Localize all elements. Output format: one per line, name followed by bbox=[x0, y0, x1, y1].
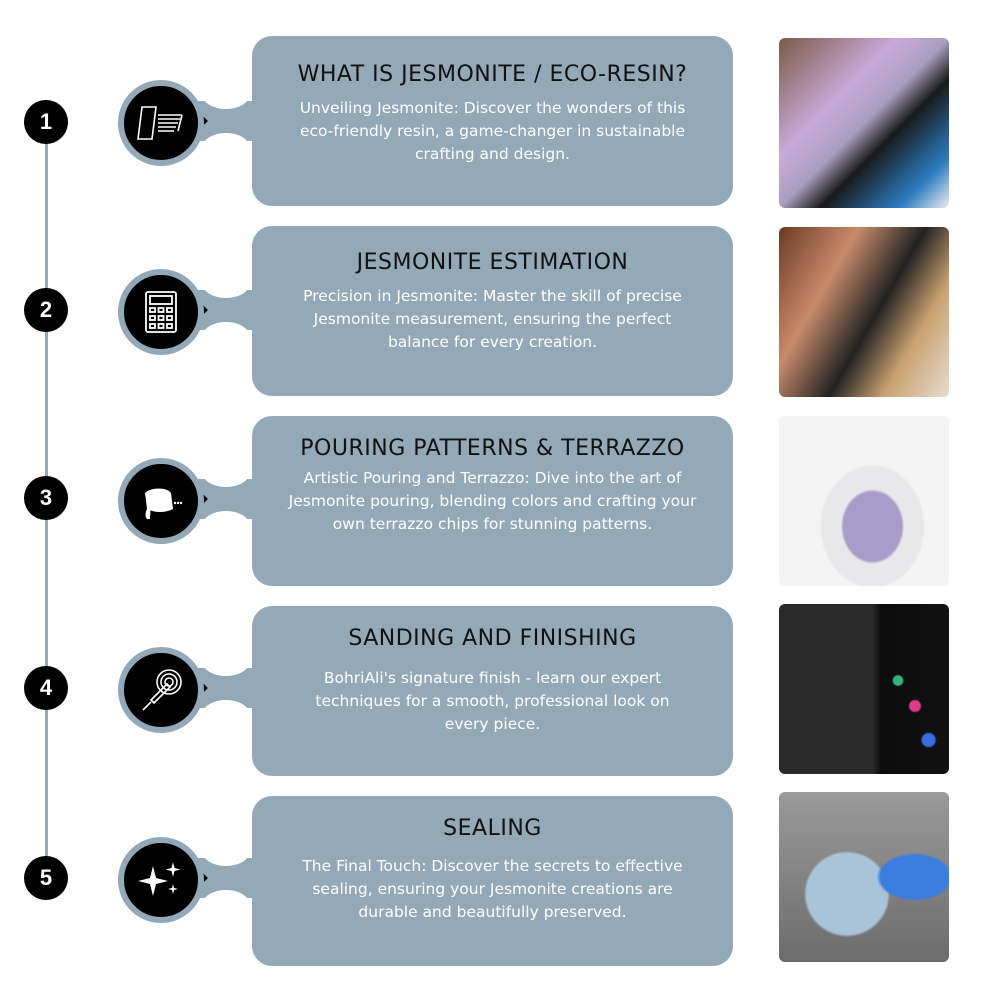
sparkles-icon bbox=[118, 837, 204, 923]
pouring-resin-photo bbox=[779, 416, 949, 586]
step-description: Unveiling Jesmonite: Discover the wonder… bbox=[299, 99, 686, 163]
step-title: SEALING bbox=[443, 816, 542, 841]
step-card-4: SANDING AND FINISHING BohriAli's signatu… bbox=[252, 606, 733, 776]
step-card-5: SEALING The Final Touch: Discover the se… bbox=[252, 796, 733, 966]
step-number-1: 1 bbox=[24, 100, 68, 144]
jesmonite-kit-photo bbox=[779, 38, 949, 208]
sanding-tool-icon bbox=[118, 647, 204, 733]
step-card-1: WHAT IS JESMONITE / ECO-RESIN? Unveiling… bbox=[252, 36, 733, 206]
step-number-5: 5 bbox=[24, 856, 68, 900]
person-measuring-photo bbox=[779, 227, 949, 397]
papers-stack-icon bbox=[118, 80, 204, 166]
step-description: Artistic Pouring and Terrazzo: Dive into… bbox=[288, 469, 697, 533]
step-number-3: 3 bbox=[24, 476, 68, 520]
step-title: POURING PATTERNS & TERRAZZO bbox=[300, 436, 685, 461]
pouring-cup-icon bbox=[118, 458, 204, 544]
terrazzo-vessel-photo bbox=[779, 604, 949, 774]
step-description: The Final Touch: Discover the secrets to… bbox=[302, 857, 683, 921]
step-card-2: JESMONITE ESTIMATION Precision in Jesmon… bbox=[252, 226, 733, 396]
step-number-4: 4 bbox=[24, 666, 68, 710]
step-title: JESMONITE ESTIMATION bbox=[356, 250, 629, 275]
step-title: WHAT IS JESMONITE / ECO-RESIN? bbox=[297, 62, 688, 87]
sealing-photo bbox=[779, 792, 949, 962]
step-title: SANDING AND FINISHING bbox=[348, 626, 637, 651]
step-description: BohriAli's signature finish - learn our … bbox=[315, 669, 670, 733]
step-number-2: 2 bbox=[24, 288, 68, 332]
step-card-3: POURING PATTERNS & TERRAZZO Artistic Pou… bbox=[252, 416, 733, 586]
calculator-icon bbox=[118, 269, 204, 355]
step-description: Precision in Jesmonite: Master the skill… bbox=[303, 287, 682, 351]
